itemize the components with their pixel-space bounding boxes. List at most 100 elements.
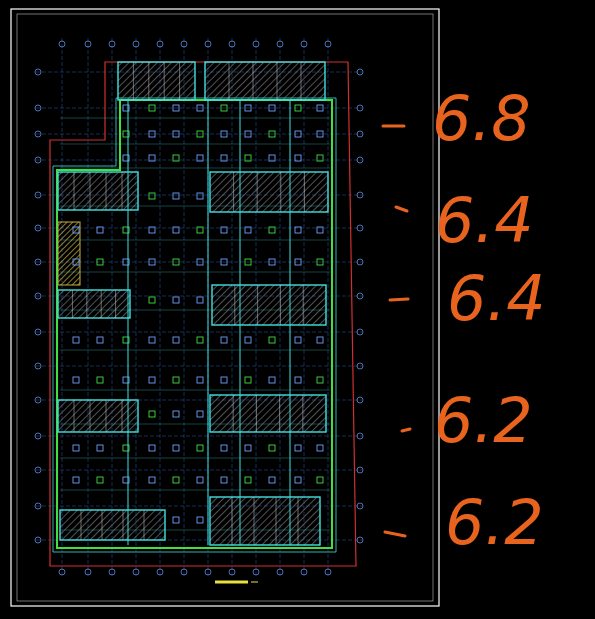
column — [173, 193, 179, 199]
axis-bubble — [133, 41, 139, 47]
building-wall — [115, 290, 116, 318]
column — [149, 193, 155, 199]
column — [149, 411, 155, 417]
building-block — [58, 172, 138, 210]
axis-line — [36, 332, 362, 333]
axis-line — [160, 38, 161, 575]
column — [149, 297, 155, 303]
building-block — [212, 285, 326, 325]
drawing-title-mark — [215, 581, 248, 584]
sheet-inner-border — [17, 14, 433, 601]
building-wall — [86, 290, 87, 318]
axis-bubble — [301, 41, 307, 47]
handwritten-number: 6.2 — [434, 390, 533, 452]
axis-line — [36, 436, 362, 437]
axis-bubble — [357, 293, 363, 299]
axis-line — [184, 38, 185, 575]
building-block — [58, 400, 138, 432]
building-wall — [303, 285, 304, 325]
building-wall — [72, 290, 73, 318]
drive-aisle — [290, 100, 291, 545]
column — [245, 259, 251, 265]
building-wall — [74, 400, 75, 432]
column — [197, 517, 203, 523]
axis-bubble — [253, 569, 259, 575]
handwritten-dashes — [383, 126, 410, 536]
sheet-border — [11, 9, 439, 606]
column — [73, 445, 79, 451]
column — [269, 131, 275, 137]
building-wall — [90, 400, 91, 432]
column — [295, 477, 301, 483]
axis-bubble — [229, 41, 235, 47]
building-wall — [123, 510, 124, 540]
axis-bubble — [109, 41, 115, 47]
column — [173, 131, 179, 137]
axis-line — [328, 38, 329, 575]
axis-bubble — [357, 157, 363, 163]
handwritten-number: 6.2 — [445, 492, 544, 554]
column — [173, 259, 179, 265]
building-wall — [277, 62, 278, 100]
column — [149, 477, 155, 483]
column — [317, 227, 323, 233]
column — [317, 259, 323, 265]
building-wall — [81, 510, 82, 540]
column — [149, 377, 155, 383]
column — [245, 445, 251, 451]
column — [245, 155, 251, 161]
column — [245, 131, 251, 137]
building-wall — [90, 172, 91, 210]
axis-bubble — [205, 569, 211, 575]
column — [197, 477, 203, 483]
column — [173, 337, 179, 343]
column — [149, 131, 155, 137]
column — [197, 259, 203, 265]
axis-bubble — [325, 569, 331, 575]
column — [73, 337, 79, 343]
column — [269, 259, 275, 265]
column — [295, 337, 301, 343]
axis-grid — [35, 38, 363, 575]
axis-bubble — [357, 105, 363, 111]
column — [97, 227, 103, 233]
ramp — [58, 222, 80, 285]
axis-bubble — [357, 225, 363, 231]
axis-bubble — [85, 41, 91, 47]
axis-bubble — [35, 225, 41, 231]
axis-bubble — [357, 192, 363, 198]
column — [245, 477, 251, 483]
handwritten-number: 6.8 — [432, 88, 531, 150]
column — [245, 337, 251, 343]
axis-bubble — [35, 192, 41, 198]
axis-bubble — [35, 157, 41, 163]
axis-bubble — [157, 41, 163, 47]
column — [269, 105, 275, 111]
axis-line — [36, 470, 362, 471]
column — [317, 105, 323, 111]
axis-bubble — [253, 41, 259, 47]
column — [295, 131, 301, 137]
column — [197, 377, 203, 383]
column — [149, 227, 155, 233]
building-wall — [254, 497, 255, 545]
axis-line — [36, 134, 362, 135]
axis-bubble — [301, 569, 307, 575]
axis-bubble — [35, 259, 41, 265]
building-block — [205, 62, 325, 100]
column — [197, 337, 203, 343]
column — [317, 155, 323, 161]
column — [73, 377, 79, 383]
column — [97, 445, 103, 451]
axis-bubble — [85, 569, 91, 575]
axis-bubble — [35, 293, 41, 299]
axis-line — [136, 38, 137, 575]
column — [197, 297, 203, 303]
axis-bubble — [357, 467, 363, 473]
axis-line — [36, 228, 362, 229]
column — [295, 155, 301, 161]
axis-bubble — [35, 433, 41, 439]
column — [317, 377, 323, 383]
drive-aisle — [128, 100, 129, 545]
